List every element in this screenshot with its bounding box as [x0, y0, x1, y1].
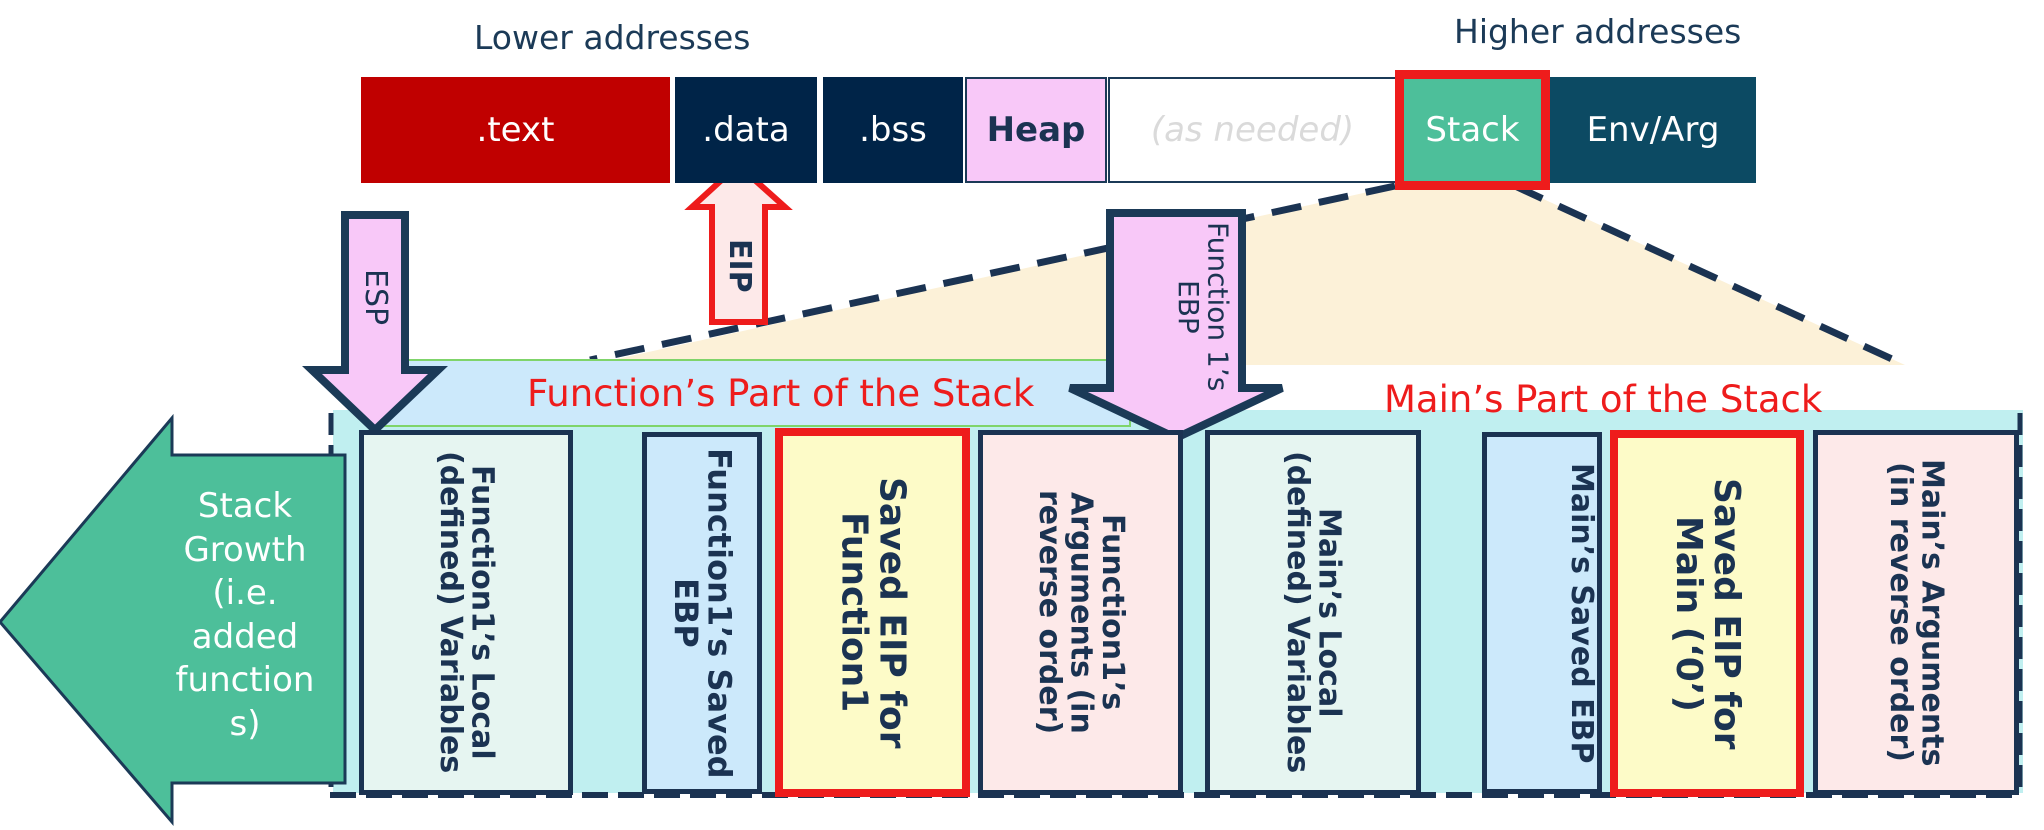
frame-function1-saved-ebp: Function1’s Saved EBP — [642, 432, 762, 794]
main-part-title: Main’s Part of the Stack — [1384, 378, 1823, 421]
segment-text-label: .text — [476, 110, 555, 150]
frame-function1-arguments: Function1’s Arguments (in reverse order) — [978, 430, 1183, 795]
segment-heap-label: Heap — [986, 110, 1086, 150]
segment-stack-label: Stack — [1425, 110, 1520, 150]
lower-addresses-label: Lower addresses — [474, 18, 751, 57]
segment-as-needed: (as needed) — [1108, 77, 1397, 183]
esp-label-box: ESP — [347, 225, 403, 370]
eip-label: EIP — [721, 239, 757, 293]
higher-addresses-label: Higher addresses — [1454, 12, 1742, 51]
stack-expansion-area — [590, 186, 1905, 365]
esp-arrow — [302, 211, 448, 436]
segment-env-arg: Env/Arg — [1550, 77, 1756, 183]
segment-heap: Heap — [965, 77, 1107, 183]
frame-function1-local-variables: Function1’s Local (defined) Variables — [359, 430, 573, 795]
segment-text: .text — [361, 77, 670, 183]
function-ebp-arrow — [1068, 209, 1284, 443]
frame-saved-eip-main-label: Saved EIP for Main (‘0’) — [1668, 477, 1747, 750]
segment-bss-label: .bss — [859, 110, 927, 150]
frame-function1-saved-ebp-label: Function1’s Saved EBP — [667, 447, 739, 779]
eip-label-box: EIP — [714, 212, 764, 320]
function-ebp-label: Function 1’s EBP — [1172, 222, 1235, 392]
frame-main-saved-ebp: Main’s Saved EBP — [1482, 432, 1602, 794]
stack-growth-arrow — [0, 413, 347, 827]
segment-bss: .bss — [823, 77, 963, 183]
esp-label: ESP — [357, 269, 393, 326]
eip-arrow — [684, 160, 793, 325]
stack-growth-label: Stack Growth (i.e. added function s) — [175, 486, 315, 744]
segment-env-arg-label: Env/Arg — [1586, 110, 1720, 150]
frame-main-arguments: Main’s Arguments (in reverse order) — [1813, 430, 2019, 795]
frame-main-saved-ebp-label: Main’s Saved EBP — [1564, 462, 1599, 764]
frame-function1-local-variables-label: Function1’s Local (defined) Variables — [433, 451, 500, 774]
function-ebp-label-box: Function 1’s EBP — [1150, 222, 1235, 392]
frame-main-local-variables-label: Main’s Local (defined) Variables — [1280, 451, 1347, 774]
segment-data: .data — [675, 77, 817, 183]
frame-saved-eip-function1: Saved EIP for Function1 — [775, 428, 970, 797]
frame-saved-eip-function1-label: Saved EIP for Function1 — [833, 476, 913, 749]
frame-main-arguments-label: Main’s Arguments (in reverse order) — [1883, 458, 1950, 767]
segment-as-needed-label: (as needed) — [1150, 110, 1355, 150]
expansion-dashed-right — [1513, 182, 1907, 369]
segment-stack: Stack — [1395, 70, 1550, 190]
frame-saved-eip-main: Saved EIP for Main (‘0’) — [1610, 430, 1804, 797]
frame-main-local-variables: Main’s Local (defined) Variables — [1205, 430, 1421, 795]
segment-data-label: .data — [702, 110, 790, 150]
expansion-dashed-left — [589, 182, 1396, 364]
frame-function1-arguments-label: Function1’s Arguments (in reverse order) — [1031, 490, 1130, 735]
function-part-title: Function’s Part of the Stack — [527, 372, 1035, 415]
